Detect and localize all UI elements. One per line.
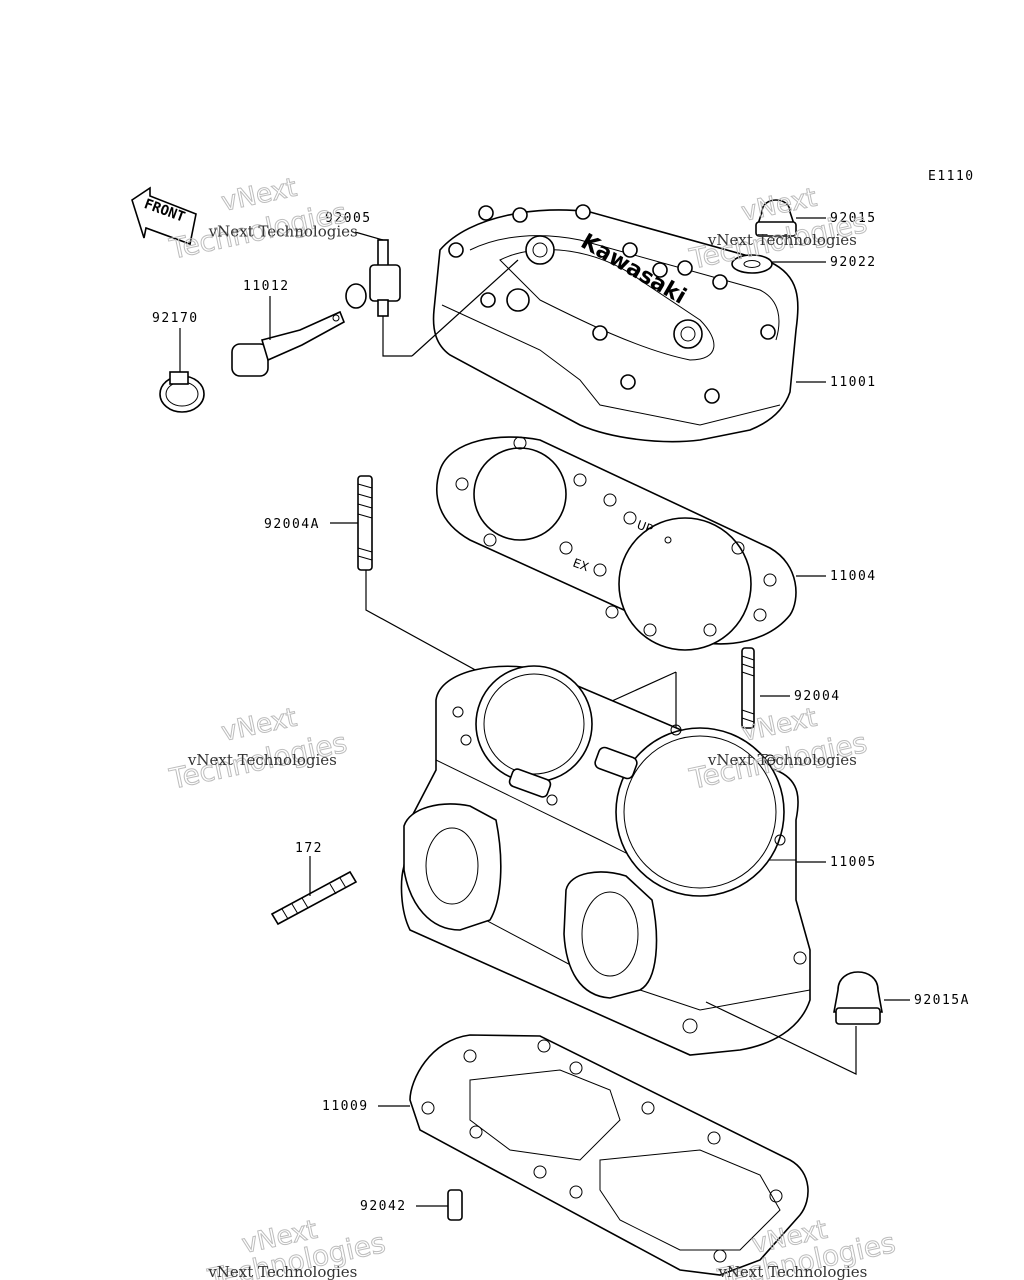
svg-text:vNext Technologies: vNext Technologies xyxy=(208,223,358,241)
part-label-172: 172 xyxy=(295,841,323,856)
gasket-mark-ex: EX xyxy=(571,556,591,575)
sensor-11012 xyxy=(231,296,346,377)
cap-nut-92015 xyxy=(755,199,826,237)
washer-92022 xyxy=(731,254,826,274)
part-label-11005: 11005 xyxy=(830,855,877,870)
svg-text:vNext Technologies: vNext Technologies xyxy=(207,1263,357,1280)
part-label-11012: 11012 xyxy=(243,279,290,294)
part-label-11004: 11004 xyxy=(830,569,877,584)
dowel-92042 xyxy=(416,1189,463,1221)
part-label-92170: 92170 xyxy=(152,311,199,326)
part-label-11009: 11009 xyxy=(322,1099,369,1114)
part-label-92015A: 92015A xyxy=(914,993,970,1008)
stud-172 xyxy=(270,856,358,926)
svg-text:vNext Technologies: vNext Technologies xyxy=(707,231,857,249)
gasket-mark-up: UP xyxy=(635,518,655,537)
svg-text:vNext Technologies: vNext Technologies xyxy=(717,1263,867,1280)
svg-text:vNext Technologies: vNext Technologies xyxy=(187,751,337,769)
svg-text:vNext Technologies: vNext Technologies xyxy=(707,751,857,769)
diagram-code: E1110 xyxy=(928,169,975,184)
part-label-11001: 11001 xyxy=(830,375,877,390)
head-gasket: UP EX xyxy=(436,436,826,651)
cylinder-block xyxy=(400,665,826,1056)
clamp-92170 xyxy=(159,328,205,413)
cylinder-head: Kawasaki xyxy=(432,204,799,443)
part-label-92022: 92022 xyxy=(830,255,877,270)
base-gasket xyxy=(378,1034,809,1276)
cap-nut-92015A xyxy=(705,971,910,1075)
part-label-92005: 92005 xyxy=(325,211,372,226)
part-label-92042: 92042 xyxy=(360,1199,407,1214)
watermark: vNext Technologies vNext Technologies xyxy=(166,702,351,796)
fitting-92005 xyxy=(345,231,519,357)
part-label-92004A: 92004A xyxy=(264,517,320,532)
part-label-92015: 92015 xyxy=(830,211,877,226)
part-label-92004: 92004 xyxy=(794,689,841,704)
